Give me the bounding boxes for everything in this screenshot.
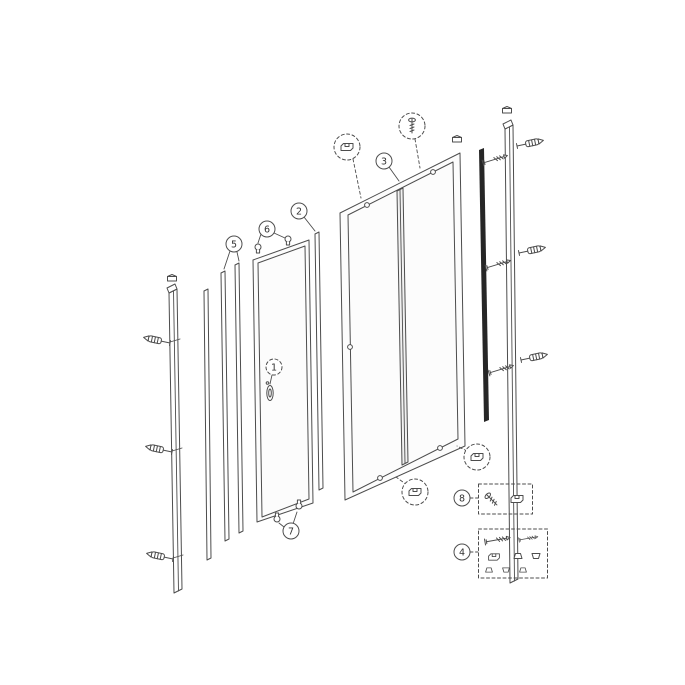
callout-5-label: 5: [231, 240, 237, 251]
profile-strip: [234, 262, 244, 534]
frame-screw-dot: [377, 475, 383, 481]
cover-cap-icon: [502, 567, 510, 573]
magnetic-seal-strip: [479, 148, 489, 422]
callout-3-label: 3: [381, 157, 387, 168]
screw-icon: [483, 534, 512, 546]
glass-door-panel: [252, 239, 314, 523]
callout-7-label: 7: [288, 527, 294, 538]
callout-8-label: 8: [459, 494, 465, 505]
frame-screw-dot: [437, 445, 443, 451]
frame-screw-dot: [347, 344, 353, 350]
callout-4-label: 4: [459, 548, 465, 559]
glass-clamp-icon: [408, 488, 422, 496]
callout-5: 5: [225, 235, 243, 253]
cover-cap-icon: [531, 553, 541, 559]
hardware-box-8: [478, 483, 533, 515]
frame-screw-dot: [430, 169, 436, 175]
callout-7: 7: [282, 522, 300, 540]
leader-lines: [223, 166, 479, 553]
callout-1: 1: [265, 358, 283, 376]
callout-3: 3: [375, 152, 393, 170]
callout-4: 4: [453, 543, 471, 561]
wall-plug-icon: [517, 243, 547, 257]
callout-2-label: 2: [296, 207, 302, 218]
wall-plug-icon: [519, 350, 549, 364]
callout-1-label: 1: [271, 363, 277, 374]
profile-strips: [203, 231, 324, 561]
detail-icon-circles: [333, 112, 491, 506]
callout-6-label: 6: [264, 225, 270, 236]
glass-clamp-icon: [488, 553, 500, 561]
wall-plug-icon: [142, 333, 172, 347]
pivot-pin-icon: [254, 243, 262, 254]
wall-plug-icon: [515, 136, 545, 150]
left-wall-profile: [166, 283, 184, 594]
hardware-box-4: [478, 528, 548, 579]
pivot-pin-icon: [284, 235, 292, 246]
cover-cap-icon: [485, 567, 493, 573]
profile-strip: [314, 231, 324, 491]
cover-cap-icon: [519, 567, 527, 573]
wall-plug-icon: [145, 549, 175, 563]
door-handle: [265, 381, 274, 401]
profile-strip: [220, 270, 230, 542]
framed-side-panel: [339, 152, 466, 501]
glass-clamp-icon: [510, 495, 524, 503]
screw-icon: [481, 152, 509, 167]
profile-strip: [203, 288, 212, 561]
mounting-clip-icon: [502, 106, 512, 114]
callout-2: 2: [290, 202, 308, 220]
callout-6: 6: [258, 220, 276, 238]
frame-screw-dot: [364, 202, 370, 208]
mounting-clip-icon: [167, 274, 177, 282]
screw-icon: [518, 534, 539, 543]
glass-clamp-icon: [340, 143, 354, 151]
wall-plug-icon: [144, 442, 174, 456]
callout-8: 8: [453, 489, 471, 507]
mounting-clip-icon: [452, 135, 462, 143]
screw-icon: [483, 491, 500, 508]
cover-cap-icon: [513, 553, 523, 559]
right-wall-profile: [502, 119, 519, 584]
glass-clamp-icon: [470, 453, 484, 461]
